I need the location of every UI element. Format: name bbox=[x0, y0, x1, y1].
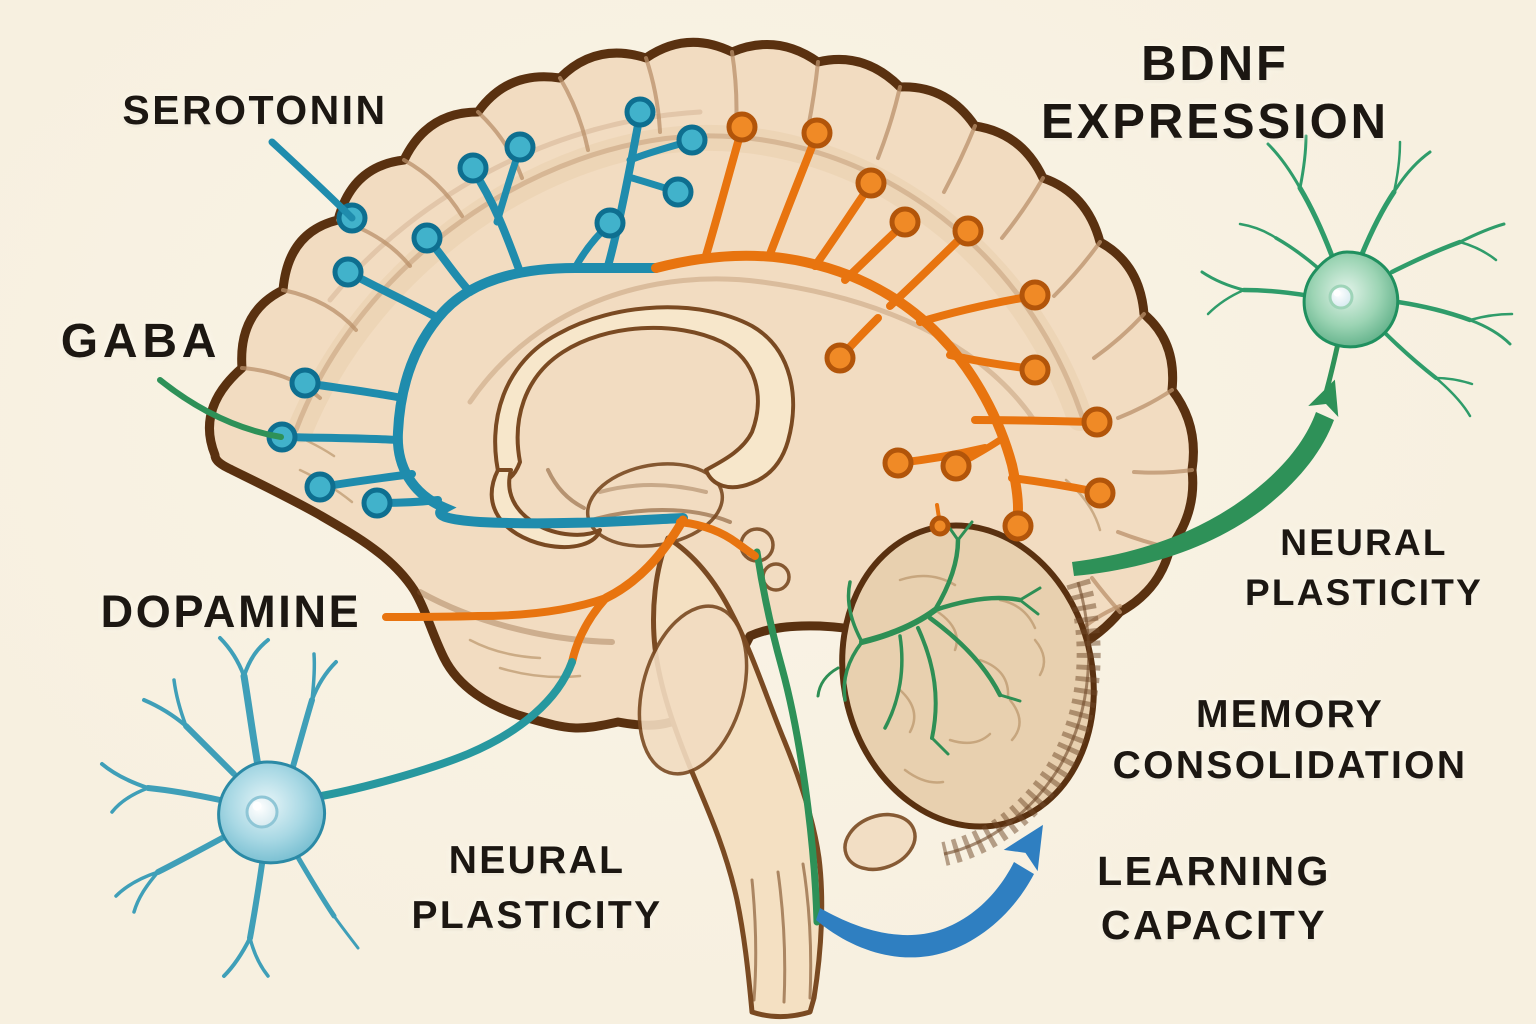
dopamine-terminals bbox=[726, 111, 1116, 542]
neuron-axon-teal bbox=[312, 658, 576, 801]
label-dopamine-text: DOPAMINE bbox=[100, 586, 362, 637]
serotonin-terminals bbox=[266, 96, 708, 519]
blue-neuron-illustration bbox=[100, 636, 360, 978]
bdnf-brainstem-fiber bbox=[753, 548, 821, 926]
neurotransmitter-junction-fibers bbox=[312, 515, 759, 801]
label-neural-plasticity-right: NEURAL PLASTICITY bbox=[1244, 522, 1484, 613]
label-dopamine: DOPAMINE bbox=[101, 583, 362, 642]
label-bdnf-expression: BDNF EXPRESSION bbox=[1041, 37, 1389, 149]
green-neuron-illustration bbox=[1200, 134, 1514, 418]
neuron-nucleus bbox=[1328, 284, 1354, 310]
label-serotonin-text: SEROTONIN bbox=[122, 87, 388, 133]
label-serotonin: SEROTONIN bbox=[122, 84, 387, 137]
arrowhead-icon bbox=[1003, 824, 1043, 872]
label-memory-consolidation: MEMORY CONSOLIDATION bbox=[1112, 693, 1468, 787]
label-learning-capacity: LEARNING CAPACITY bbox=[1097, 848, 1331, 949]
label-gaba-text: GABA bbox=[60, 315, 222, 368]
brainstem bbox=[637, 535, 825, 1019]
neuron-nucleus bbox=[245, 795, 279, 829]
serotonin-leader-line bbox=[268, 138, 356, 222]
arbor-vitae-green-tree bbox=[816, 518, 1042, 756]
label-neural-plasticity-bottom: NEURAL PLASTICITY bbox=[411, 839, 663, 937]
label-gaba: GABA bbox=[61, 311, 222, 373]
learning-capacity-arrow bbox=[816, 824, 1043, 958]
gaba-leader-line bbox=[157, 377, 284, 440]
cerebellum bbox=[816, 518, 1101, 872]
